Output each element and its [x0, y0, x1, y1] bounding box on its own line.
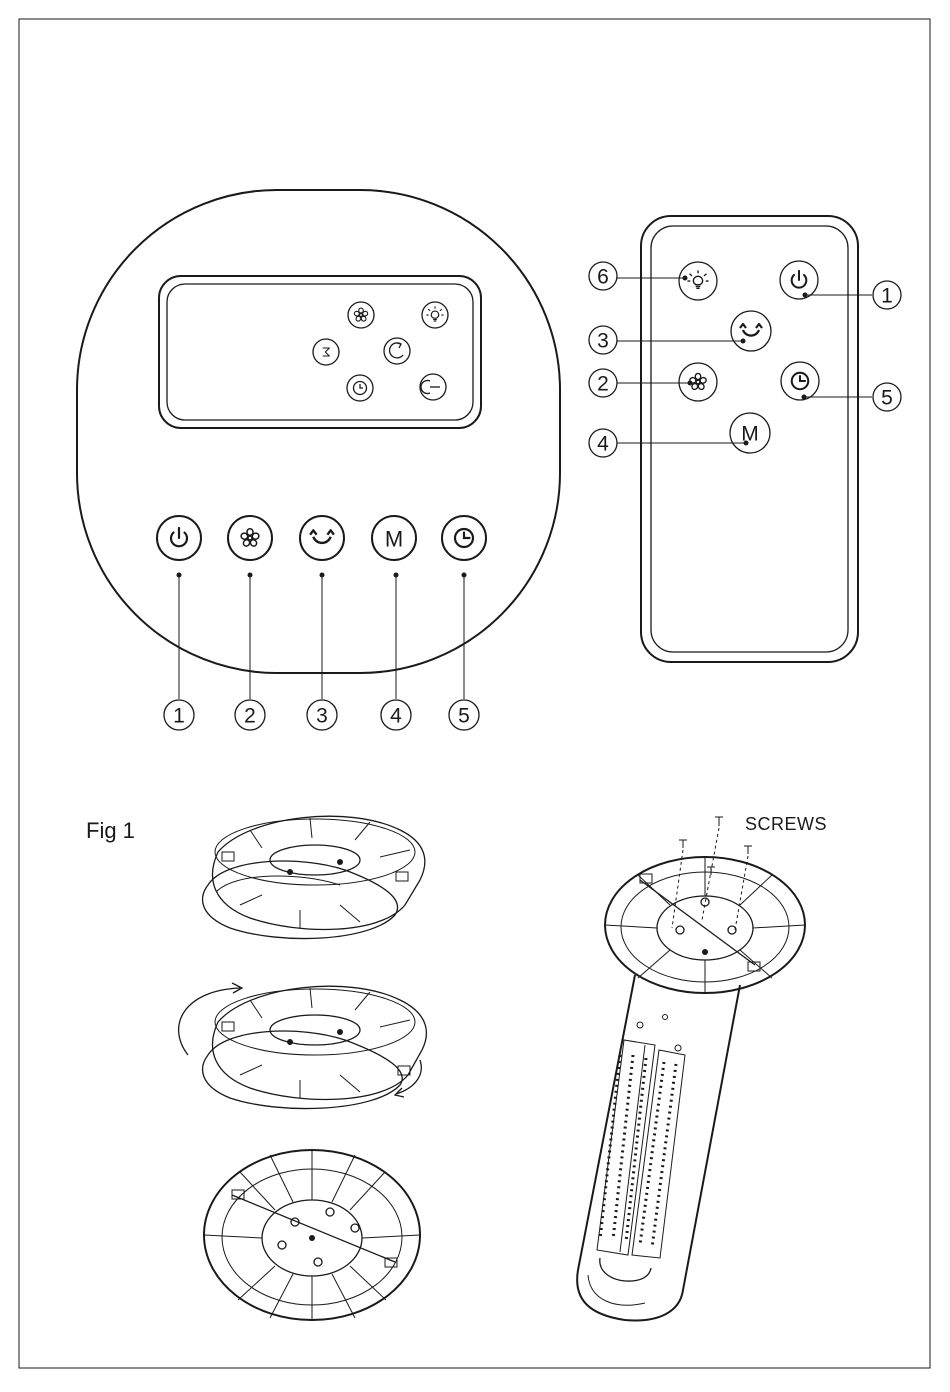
remote-callout-4: 4 — [589, 429, 617, 457]
display-panel-outer — [159, 276, 481, 428]
svg-text:6: 6 — [597, 266, 609, 289]
panel-leader-lines — [177, 573, 467, 700]
power-icon — [171, 528, 187, 546]
remote-callout-6: 6 — [589, 262, 617, 290]
panel-callout-4: 4 — [381, 700, 411, 730]
panel-oscillation-button[interactable] — [300, 516, 344, 560]
remote-timer-button[interactable] — [781, 362, 819, 400]
remote-leader-lines — [617, 276, 872, 446]
svg-text:2: 2 — [597, 373, 609, 396]
remote-callout-1: 1 — [873, 281, 901, 309]
remote-fan-speed-button[interactable] — [679, 363, 717, 401]
remote-callout-3: 3 — [589, 326, 617, 354]
display-timer-icon — [347, 375, 373, 401]
remote-power-button[interactable] — [780, 261, 818, 299]
svg-text:1: 1 — [881, 285, 893, 308]
light-icon — [688, 271, 708, 288]
svg-text:1: 1 — [173, 705, 185, 728]
remote-oscillation-button[interactable] — [731, 311, 771, 351]
panel-callout-3: 3 — [307, 700, 337, 730]
control-panel-body — [77, 190, 560, 673]
oscillation-icon — [310, 530, 334, 543]
svg-text:5: 5 — [881, 387, 893, 410]
base-assembled — [204, 1150, 420, 1320]
mode-icon: M — [385, 527, 403, 552]
rotate-arrow-small-icon — [396, 1060, 421, 1094]
screws-label: SCREWS — [745, 814, 827, 834]
oscillation-icon — [740, 324, 762, 336]
remote-callout-2: 2 — [589, 369, 617, 397]
control-panel: M 1 2 3 4 5 — [77, 190, 560, 730]
fan-speed-icon — [240, 529, 259, 548]
panel-callout-5: 5 — [449, 700, 479, 730]
display-light-icon — [422, 302, 448, 328]
display-power-icon — [420, 374, 446, 400]
svg-text:3: 3 — [597, 330, 609, 353]
svg-text:2: 2 — [244, 705, 256, 728]
panel-callout-1: 1 — [164, 700, 194, 730]
panel-callout-2: 2 — [235, 700, 265, 730]
base-halves-rotating — [179, 983, 427, 1109]
display-mode-icon — [313, 339, 339, 365]
panel-power-button[interactable] — [157, 516, 201, 560]
svg-text:4: 4 — [390, 705, 402, 728]
remote-callout-5: 5 — [873, 383, 901, 411]
panel-timer-button[interactable] — [442, 516, 486, 560]
svg-text:5: 5 — [458, 705, 470, 728]
display-oscillation-icon — [384, 338, 410, 364]
tower-with-base: SCREWS — [577, 814, 827, 1320]
panel-fan-speed-button[interactable] — [228, 516, 272, 560]
power-icon — [792, 271, 807, 288]
timer-icon — [455, 529, 473, 547]
remote-mode-button[interactable]: M — [730, 413, 770, 453]
tower-grille — [597, 1040, 685, 1258]
svg-text:4: 4 — [597, 433, 609, 456]
remote-control: M 6 1 3 2 5 4 — [589, 216, 901, 662]
base-halves-separated — [203, 816, 425, 938]
figure-label: Fig 1 — [86, 818, 135, 843]
page-border — [19, 19, 930, 1368]
panel-mode-button[interactable]: M — [372, 516, 416, 560]
timer-icon — [792, 373, 809, 390]
svg-text:3: 3 — [316, 705, 328, 728]
remote-light-button[interactable] — [679, 262, 717, 300]
display-fan-speed-icon — [348, 302, 374, 328]
